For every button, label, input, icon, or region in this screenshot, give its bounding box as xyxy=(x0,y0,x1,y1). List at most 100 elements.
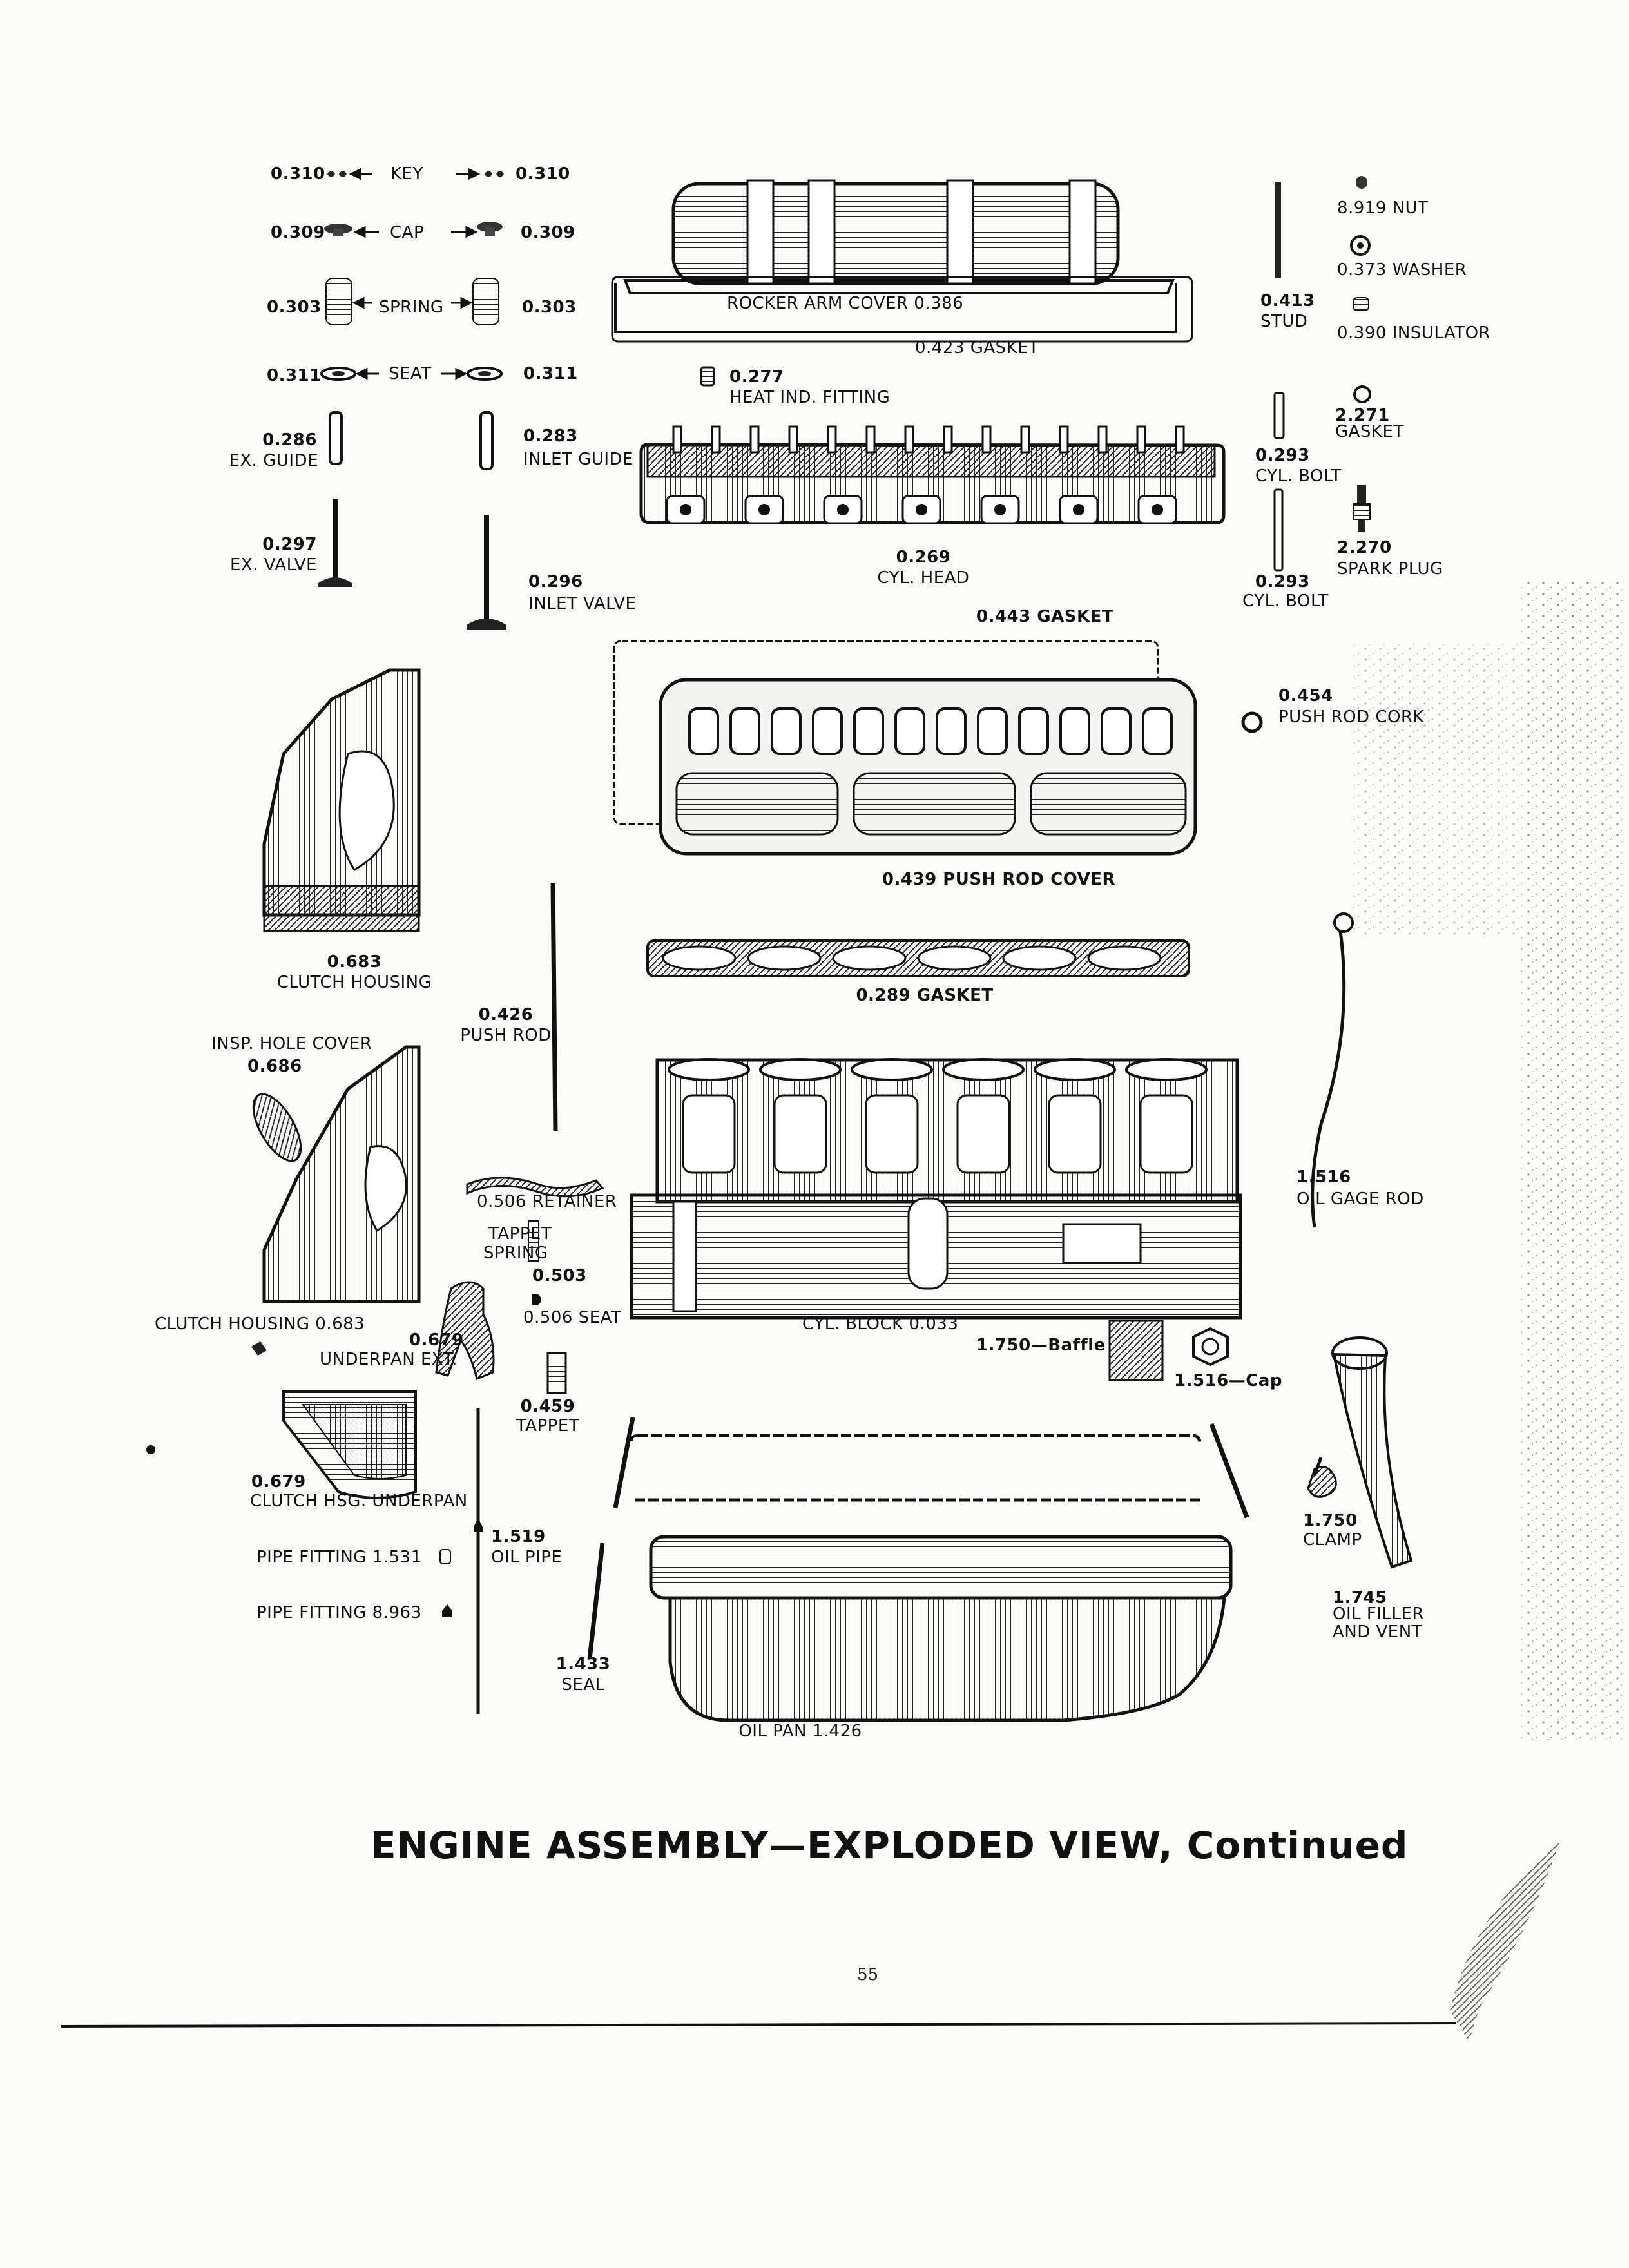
head-port-hole xyxy=(916,504,927,515)
spark-plug-part xyxy=(1353,485,1371,532)
label-ex-guide-num: 0.286 xyxy=(262,430,317,450)
gasket-2271-part xyxy=(1353,385,1371,403)
insulator-part xyxy=(1353,297,1369,311)
cover-window xyxy=(977,707,1008,755)
head-port-hole xyxy=(1152,504,1163,515)
cylinder-head-studs xyxy=(672,425,1185,454)
inlet-guide-part xyxy=(479,411,494,470)
head-stud xyxy=(1097,425,1108,454)
push-rod-cover-part xyxy=(659,678,1197,856)
valve-seat-left xyxy=(320,367,356,381)
label-rocker-arm-cover: ROCKER ARM COVER 0.386 xyxy=(727,294,964,313)
head-stud xyxy=(865,425,876,454)
clutch-housing-lower-part xyxy=(262,1045,421,1303)
cover-window xyxy=(812,707,843,755)
block-bore xyxy=(851,1058,933,1081)
label-oil-pan: OIL PAN 1.426 xyxy=(738,1722,862,1741)
cyl-bolt-2-part xyxy=(1273,488,1284,572)
gasket-bore xyxy=(1087,945,1162,971)
cover-window xyxy=(1101,707,1132,755)
head-stud xyxy=(749,425,760,454)
label-insp-hole-cover: INSP. HOLE COVER xyxy=(211,1034,372,1053)
head-port-hole xyxy=(994,504,1006,515)
cover-window xyxy=(1018,707,1049,755)
retainer-part xyxy=(466,1177,604,1198)
label-gasket-443: 0.443 GASKET xyxy=(976,607,1114,626)
page-number: 55 xyxy=(857,1965,879,1984)
label-cyl-bolt-2-name: CYL. BOLT xyxy=(1242,591,1329,611)
label-oil-gage-name: OIL GAGE ROD xyxy=(1296,1189,1424,1209)
baffle-part xyxy=(1108,1320,1164,1381)
label-inlet-valve-name: INLET VALVE xyxy=(528,594,637,613)
page-corner-fold xyxy=(1450,1843,1559,2042)
label-key-right: 0.310 xyxy=(516,164,570,184)
block-bore xyxy=(1125,1058,1208,1081)
tappet-part xyxy=(546,1352,567,1394)
label-key-left: 0.310 xyxy=(271,164,325,184)
head-port-hole xyxy=(1073,504,1084,515)
label-ex-guide-name: EX. GUIDE xyxy=(229,451,318,470)
push-rod-cork-part xyxy=(1241,711,1263,733)
rocker-arm-cover-part xyxy=(614,179,1177,333)
label-underpan-name: CLUTCH HSG. UNDERPAN xyxy=(250,1492,468,1511)
label-clamp-name: CLAMP xyxy=(1303,1530,1362,1550)
label-seat-word: SEAT xyxy=(389,364,432,383)
seat-506-part xyxy=(532,1294,541,1305)
cap-1516-part xyxy=(1192,1327,1229,1367)
head-stud xyxy=(943,425,953,454)
oil-gage-rod-part xyxy=(1311,912,1354,1228)
block-pocket xyxy=(773,1094,827,1174)
gasket-289-bores xyxy=(662,945,1162,971)
label-cyl-block: CYL. BLOCK 0.033 xyxy=(802,1314,959,1334)
label-nut: 8.919 NUT xyxy=(1337,198,1429,218)
label-spring-left: 0.303 xyxy=(267,298,322,317)
label-gasket-289: 0.289 GASKET xyxy=(856,986,994,1005)
clutch-housing-bolt-part xyxy=(251,1341,267,1356)
gasket-423-part xyxy=(611,276,1193,343)
block-bore xyxy=(759,1058,842,1081)
specks-left xyxy=(146,1445,155,1454)
block-bore xyxy=(1034,1058,1116,1081)
pipe-fitting-1531-part xyxy=(439,1549,451,1564)
page-title: ENGINE ASSEMBLY—EXPLODED VIEW, Continued xyxy=(371,1823,1409,1867)
label-retainer: 0.506 RETAINER xyxy=(477,1192,617,1211)
label-pipe-fitting-1531: PIPE FITTING 1.531 xyxy=(256,1548,422,1567)
label-cork-num: 0.454 xyxy=(1278,686,1333,706)
gasket-bore xyxy=(662,945,737,971)
tappet-spring-part xyxy=(528,1220,539,1262)
label-cork-name: PUSH ROD CORK xyxy=(1278,707,1425,727)
label-clutch-housing-2: CLUTCH HOUSING 0.683 xyxy=(155,1314,365,1334)
head-port-hole xyxy=(758,504,770,515)
cylinder-head-ports xyxy=(666,495,1177,524)
label-seal-num: 1.433 xyxy=(555,1655,611,1674)
key-arrows xyxy=(349,168,481,180)
label-spring-word: SPRING xyxy=(379,298,444,317)
label-underpan-num: 0.679 xyxy=(251,1472,306,1492)
seat-arrows xyxy=(355,367,468,380)
scan-speckle-right xyxy=(1521,580,1624,1740)
label-tappet-num: 0.459 xyxy=(520,1397,575,1416)
label-push-rod-name: PUSH ROD xyxy=(460,1026,552,1045)
label-gasket-271-num: 2.271 xyxy=(1335,406,1390,425)
valve-seat-right xyxy=(467,367,503,381)
clamp-part xyxy=(1307,1457,1337,1498)
inlet-valve-part xyxy=(467,515,506,630)
label-gasket-271-name: GASKET xyxy=(1335,422,1404,441)
label-clutch-housing-name: CLUTCH HOUSING xyxy=(276,973,432,992)
head-stud xyxy=(1175,425,1185,454)
scan-speckle-mid xyxy=(1353,644,1521,934)
seal-1433-part xyxy=(587,1542,605,1660)
label-seat-right: 0.311 xyxy=(523,364,578,383)
block-pocket xyxy=(865,1094,919,1174)
block-pocket xyxy=(1139,1094,1193,1174)
label-filler-num: 1.745 xyxy=(1333,1588,1387,1608)
head-stud xyxy=(827,425,837,454)
label-cyl-bolt-2-num: 0.293 xyxy=(1255,572,1310,591)
cover-window xyxy=(771,707,802,755)
cover-window xyxy=(688,707,719,755)
label-tappet-name: TAPPET xyxy=(516,1416,580,1436)
label-clamp-num: 1.750 xyxy=(1303,1511,1358,1530)
head-stud xyxy=(981,425,992,454)
label-insulator: 0.390 INSULATOR xyxy=(1337,323,1491,343)
